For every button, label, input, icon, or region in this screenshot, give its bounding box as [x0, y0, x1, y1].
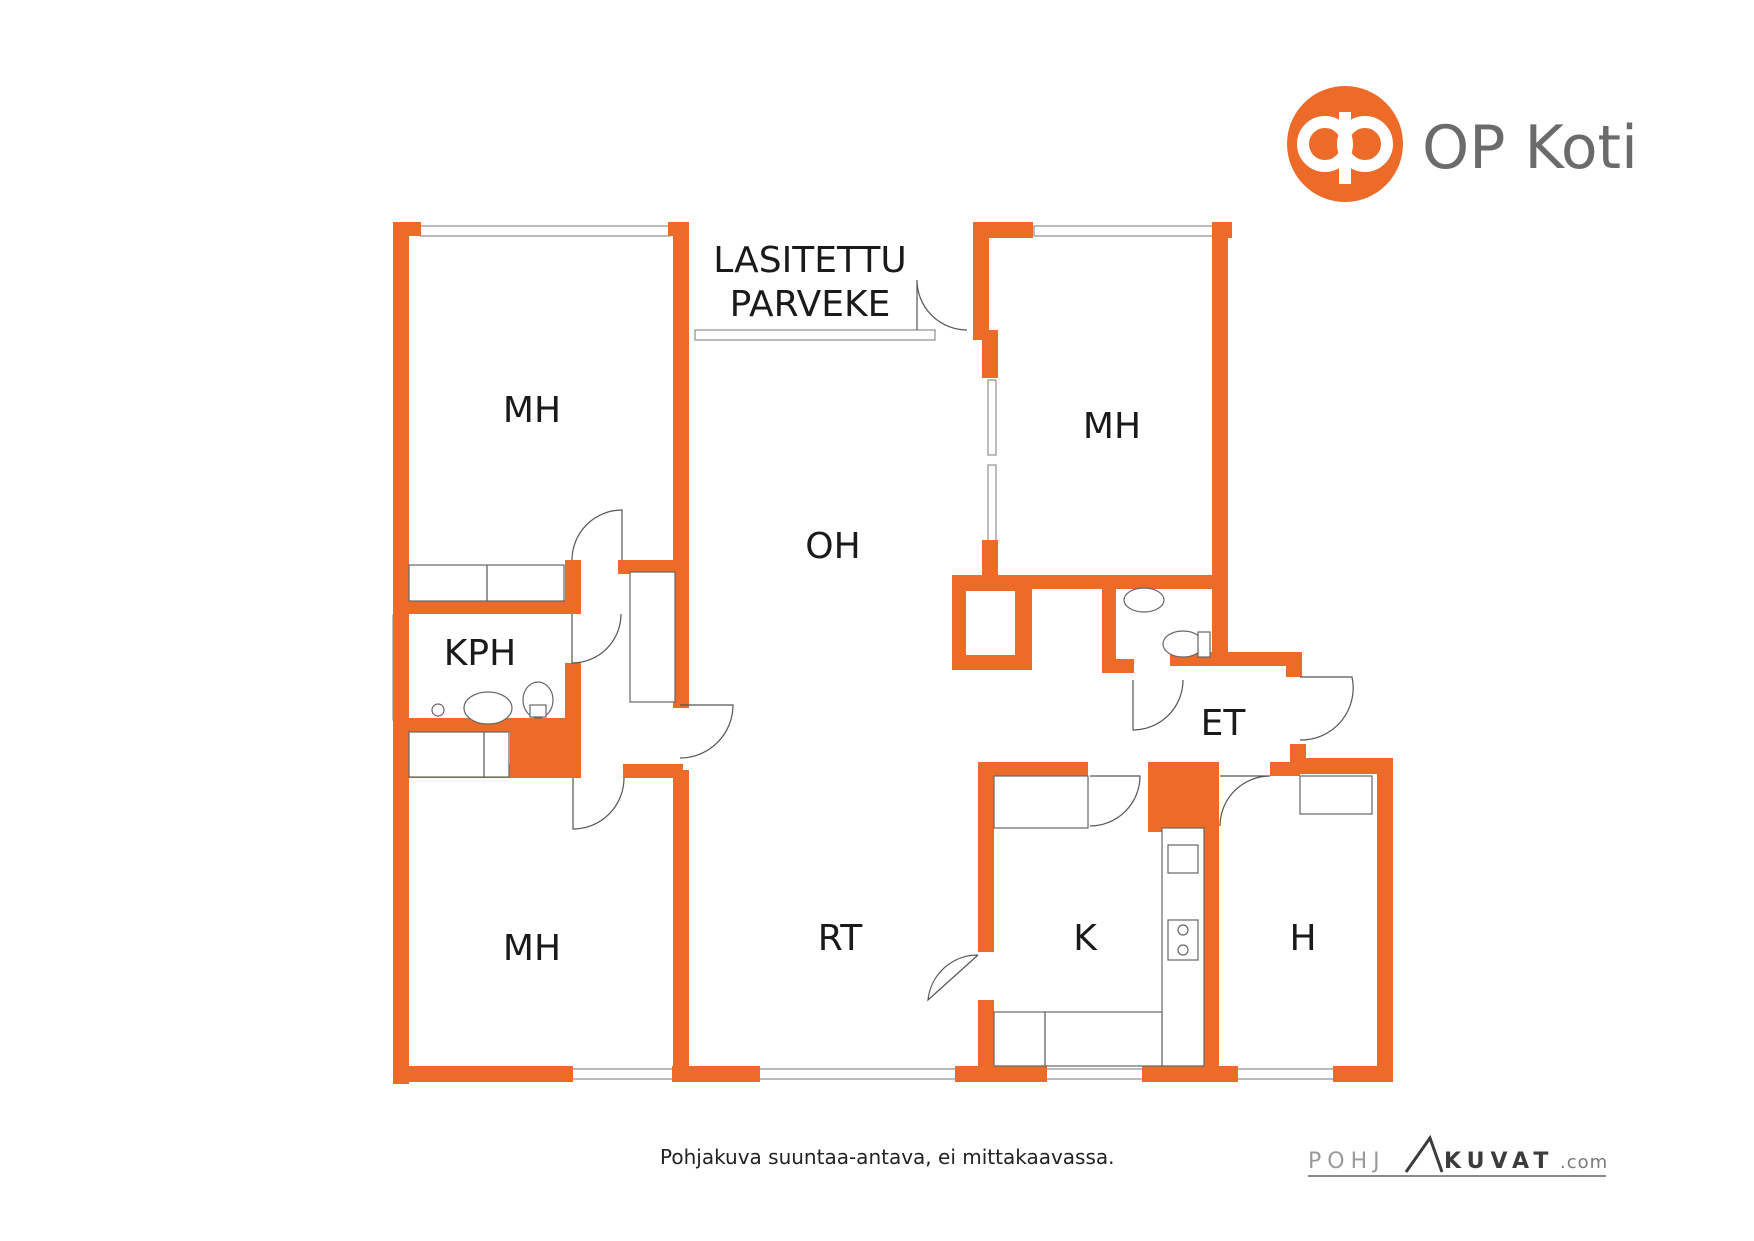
- room-label-k: K: [1073, 918, 1098, 959]
- disclaimer-text: Pohjakuva suuntaa-antava, ei mittakaavas…: [660, 1145, 1115, 1169]
- logo-text: OP Koti: [1422, 113, 1638, 183]
- room-labels: MH LASITETTU PARVEKE MH OH KPH ET MH RT …: [444, 240, 1317, 969]
- room-label-mh-top-left: MH: [503, 390, 561, 431]
- pohjakuvat-logo: POHJ KUVAT .com: [1308, 1134, 1608, 1177]
- room-label-mh-top-right: MH: [1083, 406, 1141, 447]
- brand-part3: .com: [1560, 1152, 1608, 1173]
- room-label-et: ET: [1201, 703, 1247, 744]
- brand-part1: POHJ: [1308, 1149, 1386, 1174]
- op-logo: [1287, 86, 1403, 202]
- room-label-balcony-line2: PARVEKE: [730, 284, 891, 325]
- brand-part2: KUVAT: [1444, 1149, 1554, 1174]
- room-label-mh-bottom-left: MH: [503, 928, 561, 969]
- room-label-kph: KPH: [444, 633, 516, 674]
- room-label-oh: OH: [805, 526, 860, 567]
- room-label-rt: RT: [818, 918, 863, 959]
- fixtures: [408, 564, 1373, 1067]
- room-label-balcony-line1: LASITETTU: [713, 240, 906, 281]
- doors: [571, 279, 1354, 1002]
- room-label-h: H: [1289, 918, 1316, 959]
